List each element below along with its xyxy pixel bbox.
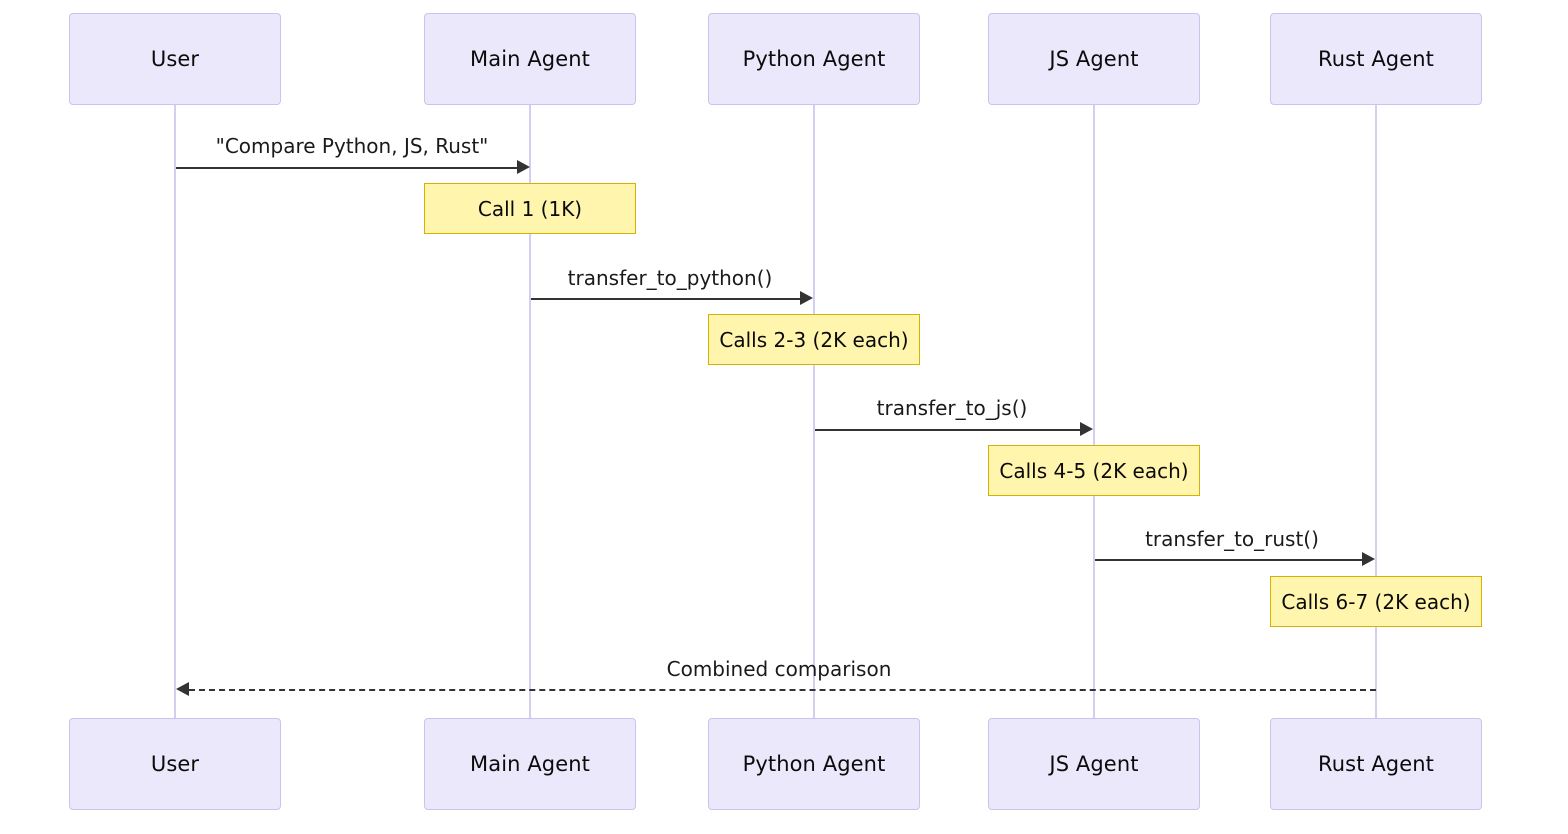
arrow-head-icon xyxy=(800,291,813,305)
participant-label: JS Agent xyxy=(1049,752,1139,776)
participant-label: Main Agent xyxy=(470,47,590,71)
lifeline-user xyxy=(174,105,176,718)
note-label: Call 1 (1K) xyxy=(477,196,583,221)
message-line-python-to-js xyxy=(815,429,1080,431)
lifeline-rust xyxy=(1375,105,1377,718)
participant-label: User xyxy=(150,752,200,776)
note-calls-2-3: Calls 2-3 (2K each) xyxy=(708,314,920,365)
message-line-rust-to-user xyxy=(189,689,1376,691)
participant-bottom-rust-agent[interactable]: Rust Agent xyxy=(1270,718,1482,810)
arrow-head-icon xyxy=(1080,422,1093,436)
note-label: Calls 2-3 (2K each) xyxy=(719,327,909,352)
arrow-head-icon xyxy=(1362,552,1375,566)
lifeline-python xyxy=(813,105,815,718)
message-label-transfer-to-js: transfer_to_js() xyxy=(876,396,1028,420)
participant-top-user[interactable]: User xyxy=(69,13,281,105)
participant-label: JS Agent xyxy=(1049,47,1139,71)
participant-label: Python Agent xyxy=(742,47,886,71)
message-label-compare-request: "Compare Python, JS, Rust" xyxy=(215,134,489,158)
note-calls-4-5: Calls 4-5 (2K each) xyxy=(988,445,1200,496)
participant-label: Main Agent xyxy=(470,752,590,776)
arrow-head-icon xyxy=(176,682,189,696)
participant-top-python-agent[interactable]: Python Agent xyxy=(708,13,920,105)
message-line-user-to-main xyxy=(176,167,517,169)
message-line-main-to-python xyxy=(531,298,800,300)
participant-label: Rust Agent xyxy=(1318,752,1434,776)
participant-bottom-main-agent[interactable]: Main Agent xyxy=(424,718,636,810)
participant-label: User xyxy=(150,47,200,71)
participant-bottom-python-agent[interactable]: Python Agent xyxy=(708,718,920,810)
participant-label: Python Agent xyxy=(742,752,886,776)
participant-label: Rust Agent xyxy=(1318,47,1434,71)
lifeline-js xyxy=(1093,105,1095,718)
message-label-transfer-to-rust: transfer_to_rust() xyxy=(1145,527,1319,551)
lifeline-main xyxy=(529,105,531,718)
message-label-transfer-to-python: transfer_to_python() xyxy=(567,266,773,290)
note-calls-6-7: Calls 6-7 (2K each) xyxy=(1270,576,1482,627)
arrow-head-icon xyxy=(517,160,530,174)
participant-top-main-agent[interactable]: Main Agent xyxy=(424,13,636,105)
note-label: Calls 6-7 (2K each) xyxy=(1281,589,1471,614)
participant-top-rust-agent[interactable]: Rust Agent xyxy=(1270,13,1482,105)
participant-top-js-agent[interactable]: JS Agent xyxy=(988,13,1200,105)
note-call-1: Call 1 (1K) xyxy=(424,183,636,234)
note-label: Calls 4-5 (2K each) xyxy=(999,458,1189,483)
message-line-js-to-rust xyxy=(1095,559,1362,561)
message-label-combined-comparison: Combined comparison xyxy=(666,657,892,681)
participant-bottom-user[interactable]: User xyxy=(69,718,281,810)
participant-bottom-js-agent[interactable]: JS Agent xyxy=(988,718,1200,810)
